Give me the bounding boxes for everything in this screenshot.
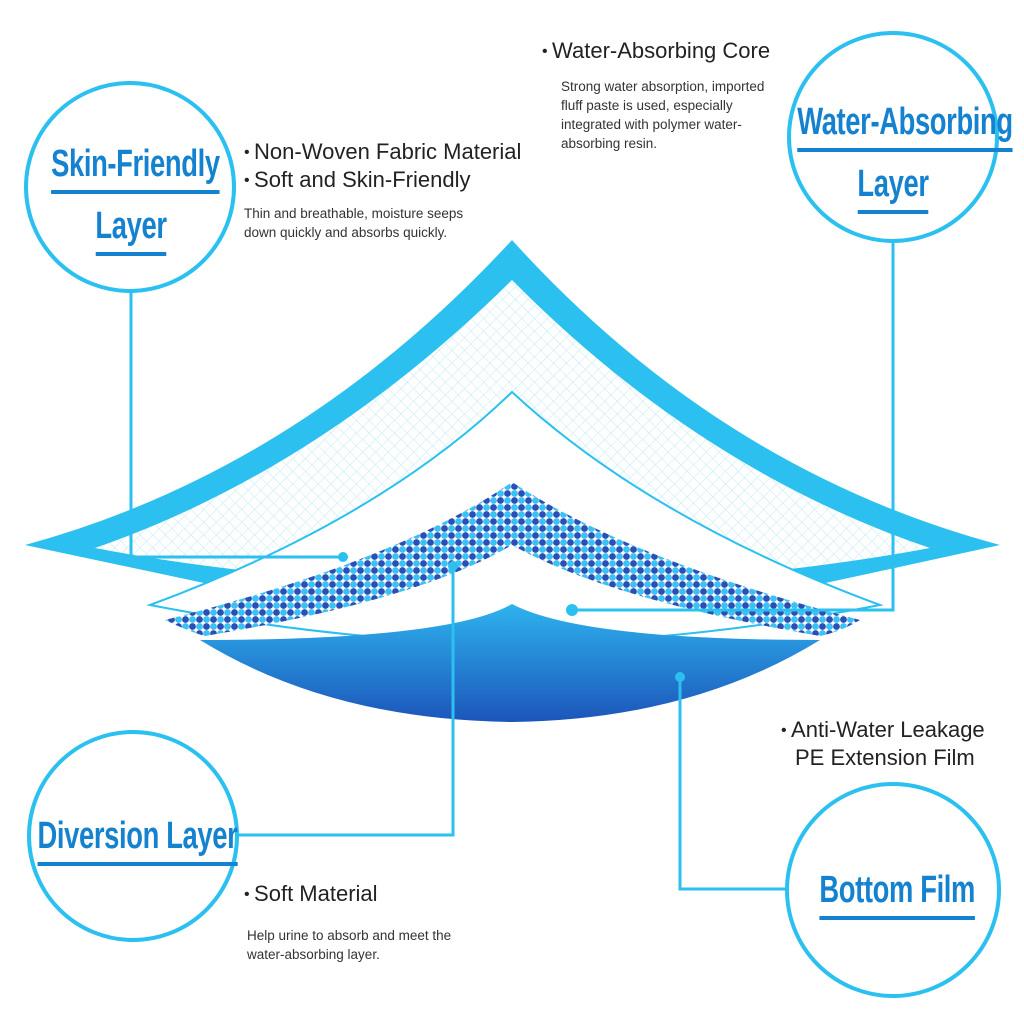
skin-friendly-title: Skin-Friendly Layer <box>51 140 220 256</box>
skin-friendly-notes: Non-Woven Fabric Material Soft and Skin-… <box>244 138 521 242</box>
bottom-film-notes: Anti-Water Leakage PE Extension Film <box>781 716 985 772</box>
bottom-film-title-line1: Bottom Film <box>819 866 975 920</box>
diversion-title-line1: Diversion Layer <box>37 812 238 866</box>
skin-friendly-connector <box>129 291 348 562</box>
skin-friendly-bullet-2: Soft and Skin-Friendly <box>244 166 521 194</box>
diversion-layer-shape <box>165 482 860 636</box>
diversion-connector <box>237 561 458 837</box>
water-absorbing-desc-line-2: fluff paste is used, especially <box>561 98 733 113</box>
bottom-film-connector <box>675 672 787 891</box>
skin-friendly-desc-line-1: Thin and breathable, moisture seeps <box>244 206 464 221</box>
water-absorbing-desc-line-1: Strong water absorption, imported <box>561 79 765 94</box>
skin-friendly-desc-line-2: down quickly and absorbs quickly. <box>244 225 448 240</box>
water-absorbing-title: Water-Absorbing Layer <box>797 98 1013 214</box>
water-absorbing-bullet-1: Water-Absorbing Core <box>542 37 770 65</box>
bottom-film-shape <box>200 604 820 722</box>
diversion-description: Help urine to absorb and meet the water-… <box>247 926 451 964</box>
skin-friendly-title-line2: Layer <box>95 202 167 256</box>
skin-friendly-description: Thin and breathable, moisture seeps down… <box>244 204 521 242</box>
diversion-desc-line-2: water-absorbing layer. <box>247 947 380 962</box>
water-absorbing-description: Strong water absorption, imported fluff … <box>561 77 770 153</box>
diversion-bullet-1: Soft Material <box>244 880 451 908</box>
bottom-film-bullet-continuation: PE Extension Film <box>795 745 975 770</box>
bottom-film-title: Bottom Film <box>819 866 975 920</box>
water-absorbing-title-line1: Water-Absorbing <box>797 98 1013 152</box>
water-absorbing-desc-line-3: integrated with polymer water- <box>561 117 742 132</box>
skin-friendly-bullet-1: Non-Woven Fabric Material <box>244 138 521 166</box>
water-absorbing-connector <box>566 241 895 616</box>
diversion-desc-line-1: Help urine to absorb and meet the <box>247 928 452 943</box>
water-absorbing-notes: Water-Absorbing Core Strong water absorp… <box>542 37 770 153</box>
diversion-title: Diversion Layer <box>37 812 238 866</box>
skin-friendly-title-line1: Skin-Friendly <box>51 140 220 194</box>
diversion-notes: Soft Material Help urine to absorb and m… <box>244 880 451 964</box>
water-absorbing-title-line2: Layer <box>857 160 929 214</box>
water-absorbing-desc-line-4: absorbing resin. <box>561 136 658 151</box>
bottom-film-bullet-1: Anti-Water Leakage <box>781 716 985 744</box>
